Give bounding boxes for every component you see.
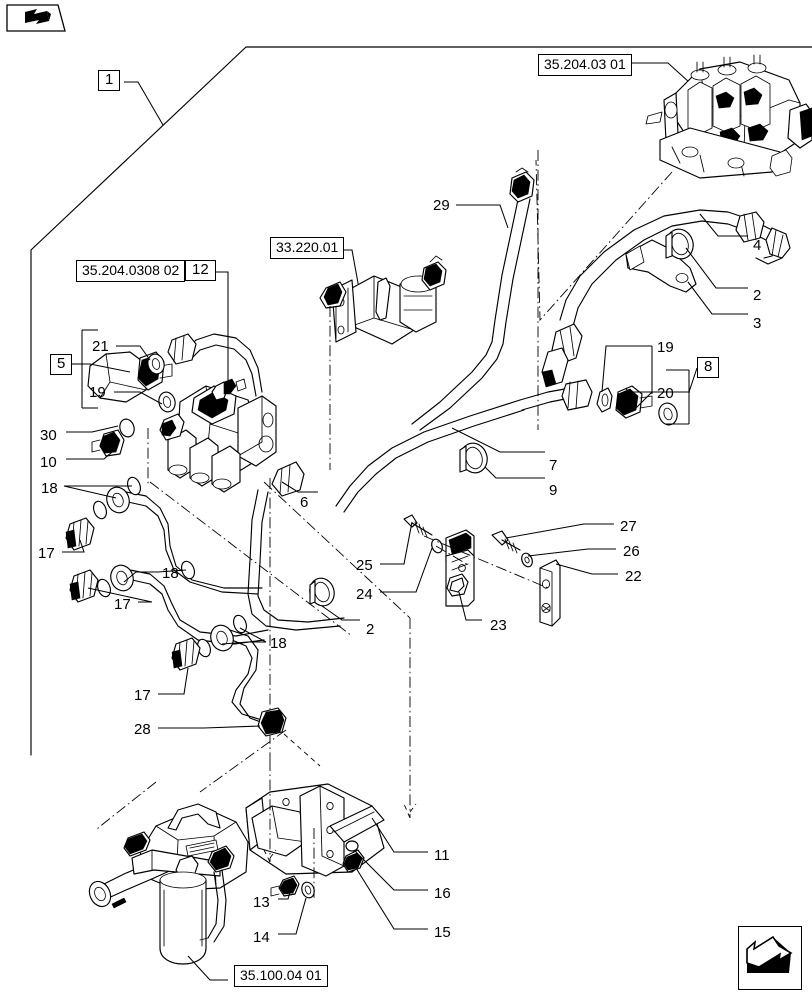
- pipe-7: [335, 399, 545, 513]
- callout-30[interactable]: 30: [40, 427, 57, 444]
- assembly-boundary: [30, 46, 812, 756]
- callout-2-upper[interactable]: 2: [753, 287, 762, 304]
- callout-17-a[interactable]: 17: [38, 545, 55, 562]
- pump-33-220-01: [319, 249, 447, 470]
- callout-18-c[interactable]: 18: [270, 635, 287, 652]
- reference-label-35-100-04-01[interactable]: 35.100.04 01: [234, 965, 328, 987]
- support-bracket: [245, 618, 428, 930]
- clamp-group: [380, 514, 618, 627]
- tube-29: [411, 167, 535, 431]
- callout-26[interactable]: 26: [623, 543, 640, 560]
- bolt-group-13-14: [270, 828, 315, 935]
- callout-29[interactable]: 29: [433, 197, 450, 214]
- callout-4[interactable]: 4: [753, 237, 762, 254]
- section-arrow-icon: [6, 4, 66, 32]
- callout-16[interactable]: 16: [434, 885, 451, 902]
- callout-22[interactable]: 22: [625, 568, 642, 585]
- remote-valve-assembly: [630, 54, 812, 179]
- callout-2-lower[interactable]: 2: [366, 621, 375, 638]
- footer-logo[interactable]: [738, 926, 802, 990]
- callout-24[interactable]: 24: [356, 586, 373, 603]
- reference-label-35-204-0308-02[interactable]: 35.204.0308 02: [76, 260, 186, 282]
- oring-2-lower: [309, 577, 360, 621]
- boxed-callout-12[interactable]: 12: [185, 260, 216, 281]
- plug-group-30-10: [66, 418, 135, 460]
- tube-group-lower-left: [62, 461, 345, 793]
- callout-18-a[interactable]: 18: [41, 480, 58, 497]
- callout-6[interactable]: 6: [300, 494, 309, 511]
- callout-3[interactable]: 3: [753, 315, 762, 332]
- callout-17-b[interactable]: 17: [114, 596, 131, 613]
- callout-21[interactable]: 21: [92, 338, 109, 355]
- callout-20[interactable]: 20: [657, 385, 674, 402]
- callout-19-right[interactable]: 19: [657, 339, 674, 356]
- callout-13[interactable]: 13: [253, 894, 270, 911]
- callout-9[interactable]: 9: [549, 482, 558, 499]
- callout-25[interactable]: 25: [356, 557, 373, 574]
- callout-23[interactable]: 23: [490, 617, 507, 634]
- callout-14[interactable]: 14: [253, 929, 270, 946]
- control-valve-block: [147, 271, 411, 760]
- boxed-callout-5[interactable]: 5: [50, 354, 73, 375]
- navigation-arrow-icon: [739, 927, 799, 987]
- callout-7[interactable]: 7: [549, 457, 558, 474]
- callout-28[interactable]: 28: [134, 721, 151, 738]
- filter-assembly: [88, 781, 249, 981]
- callout-18-b[interactable]: 18: [162, 565, 179, 582]
- section-tab[interactable]: [6, 4, 66, 32]
- callout-17-c[interactable]: 17: [134, 687, 151, 704]
- callout-27[interactable]: 27: [620, 518, 637, 535]
- boxed-callout-1[interactable]: 1: [98, 70, 121, 91]
- callout-11[interactable]: 11: [434, 847, 450, 864]
- reference-label-35-204-03-01[interactable]: 35.204.03 01: [538, 54, 632, 76]
- callout-19-left[interactable]: 19: [89, 384, 106, 401]
- boxed-callout-8[interactable]: 8: [697, 357, 720, 378]
- callout-15[interactable]: 15: [434, 924, 451, 941]
- reference-label-33-220-01[interactable]: 33.220.01: [270, 237, 345, 259]
- callout-10[interactable]: 10: [40, 454, 57, 471]
